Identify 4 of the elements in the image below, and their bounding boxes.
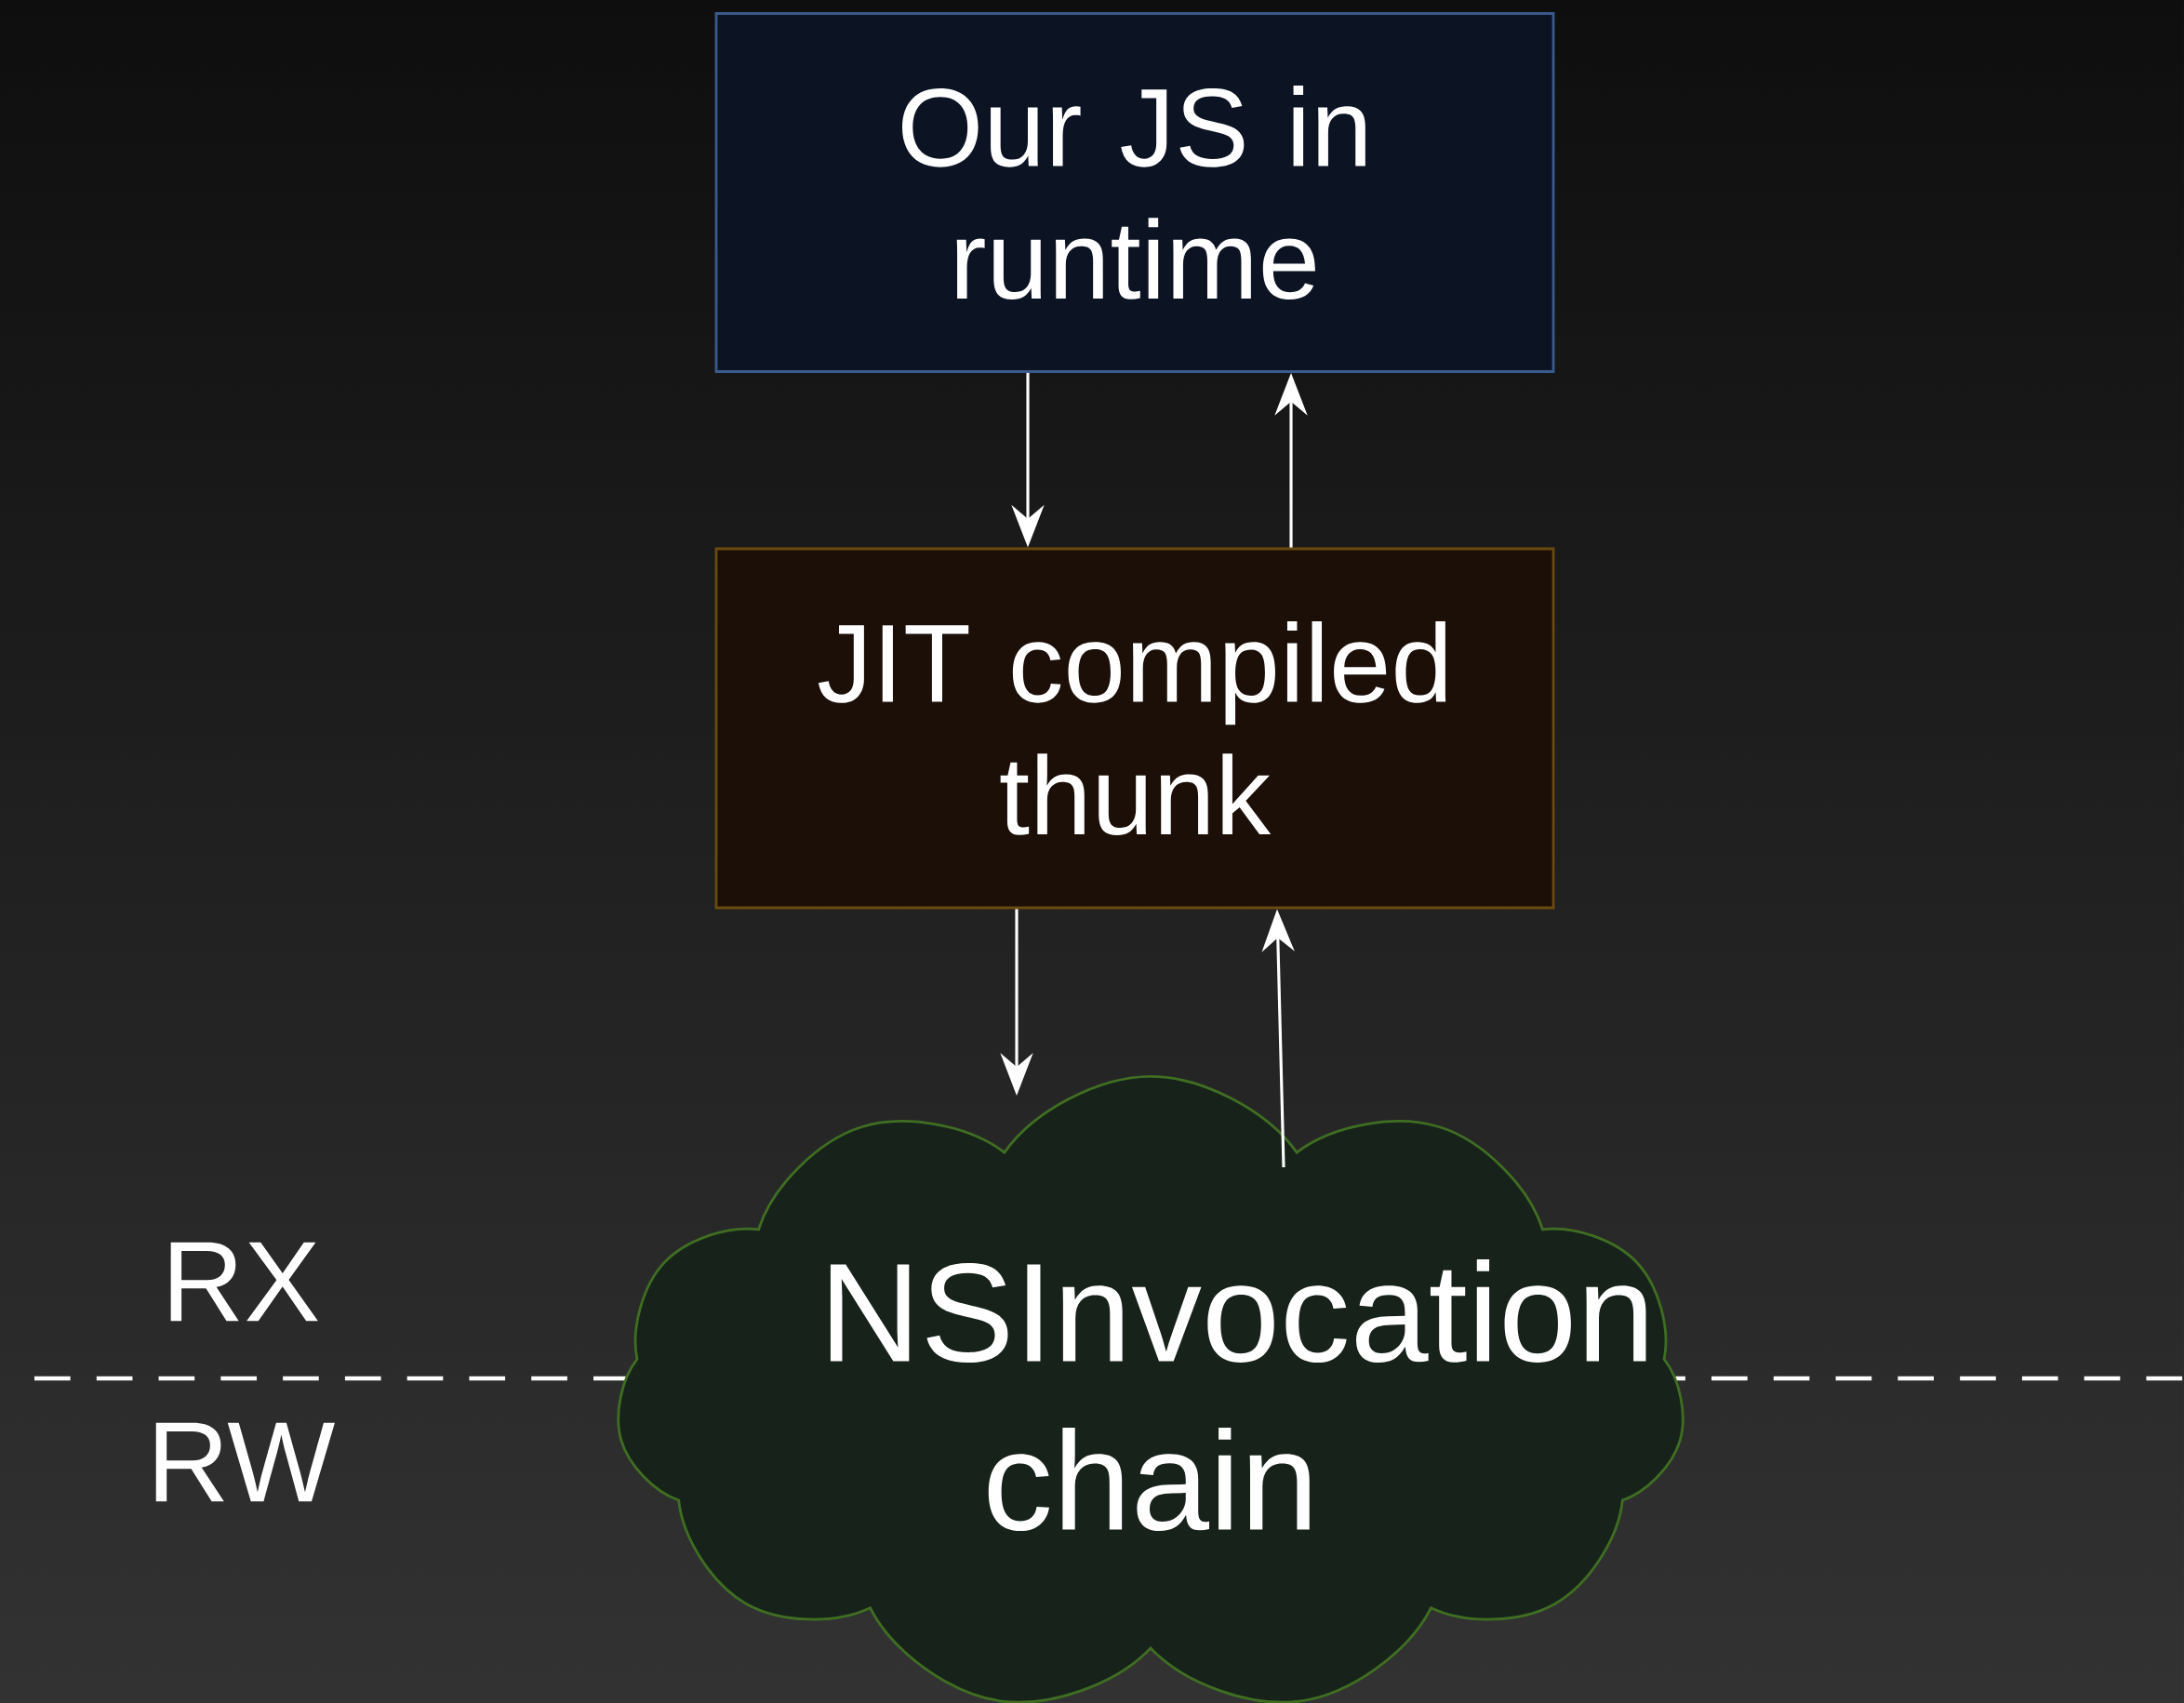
region-label: RX: [170, 1242, 318, 1322]
region-label: RW: [155, 1422, 335, 1502]
process-box: JIT compiled thunk: [714, 547, 1555, 910]
process-box: Our JS in runtime: [714, 12, 1555, 373]
